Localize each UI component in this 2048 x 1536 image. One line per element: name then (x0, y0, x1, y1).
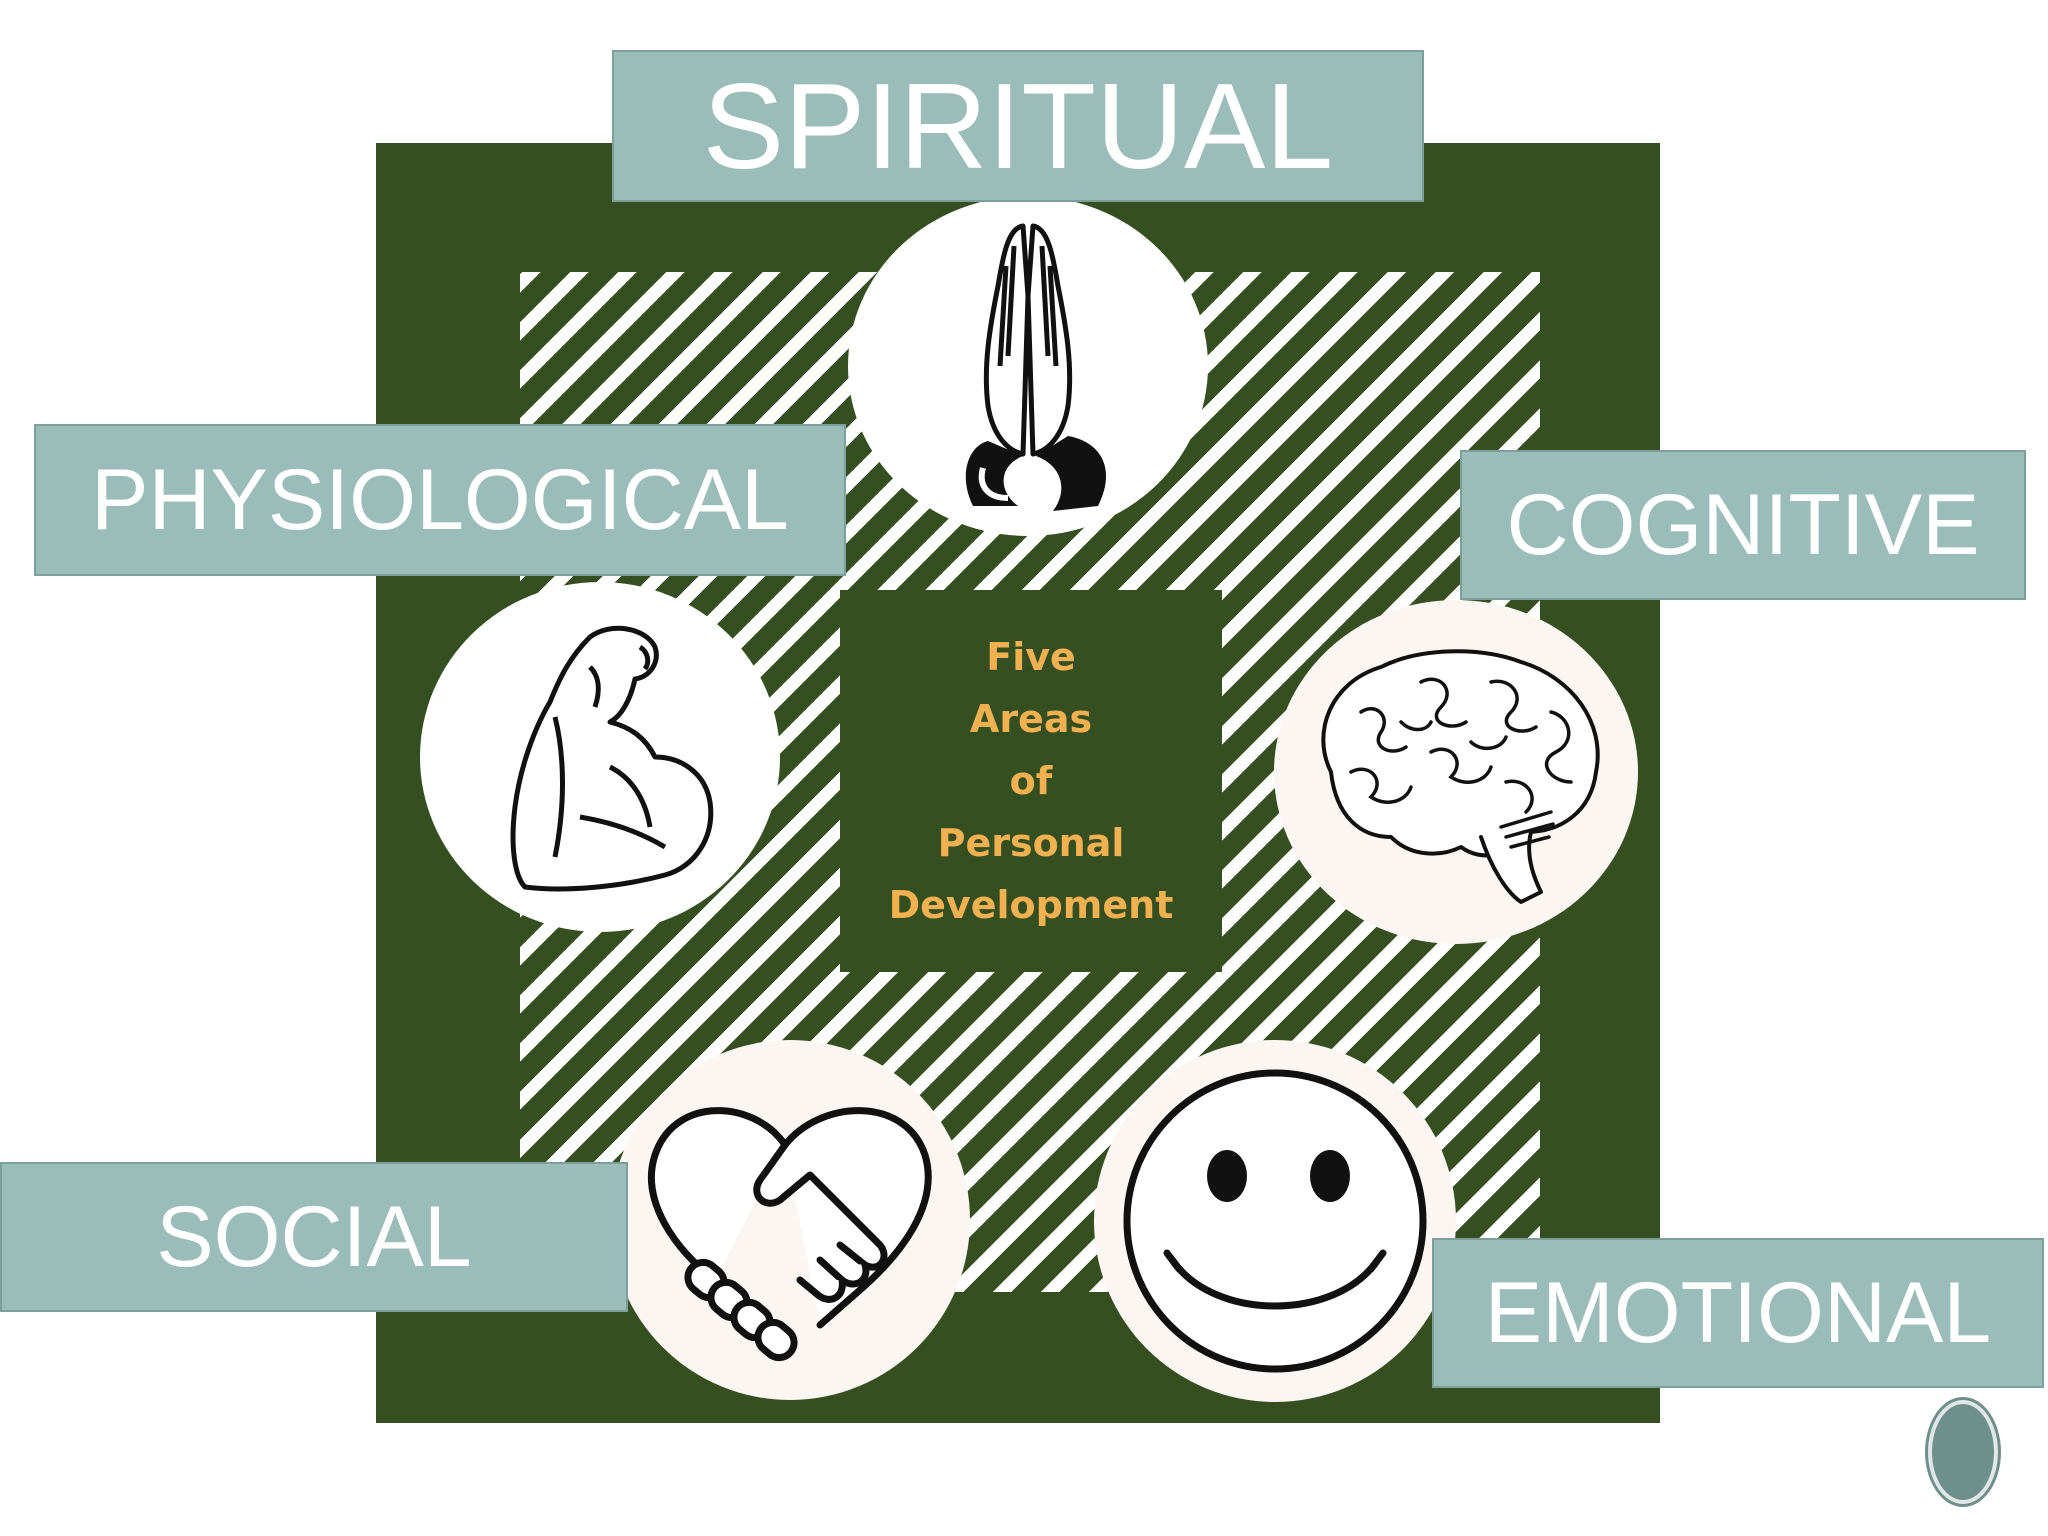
slide-nav-button[interactable] (1928, 1400, 1998, 1504)
smiley-face-icon (1123, 1069, 1427, 1373)
flexed-arm-icon (510, 625, 714, 892)
social-icon-circle (610, 1040, 970, 1400)
center-title-line: Development (888, 883, 1174, 927)
label-physiological: PHYSIOLOGICAL (34, 424, 846, 576)
praying-hands-icon (965, 223, 1107, 511)
emotional-icon-circle (1094, 1040, 1456, 1402)
center-title-line: Five (986, 635, 1076, 679)
center-title-line: Areas (969, 697, 1093, 741)
spiritual-icon-circle (848, 196, 1208, 536)
brain-icon (1321, 649, 1600, 904)
center-title: Five Areas of Personal Development (889, 626, 1174, 936)
label-social: SOCIAL (0, 1162, 628, 1312)
center-title-line: of (1009, 759, 1053, 803)
label-spiritual: SPIRITUAL (612, 50, 1424, 202)
center-title-line: Personal (937, 821, 1125, 865)
cognitive-icon-circle (1274, 600, 1638, 944)
label-cognitive: COGNITIVE (1460, 450, 2026, 600)
handshake-heart-icon (647, 1107, 932, 1362)
center-title-box: Five Areas of Personal Development (840, 590, 1222, 972)
label-emotional: EMOTIONAL (1432, 1238, 2044, 1388)
physiological-icon-circle (420, 582, 780, 932)
